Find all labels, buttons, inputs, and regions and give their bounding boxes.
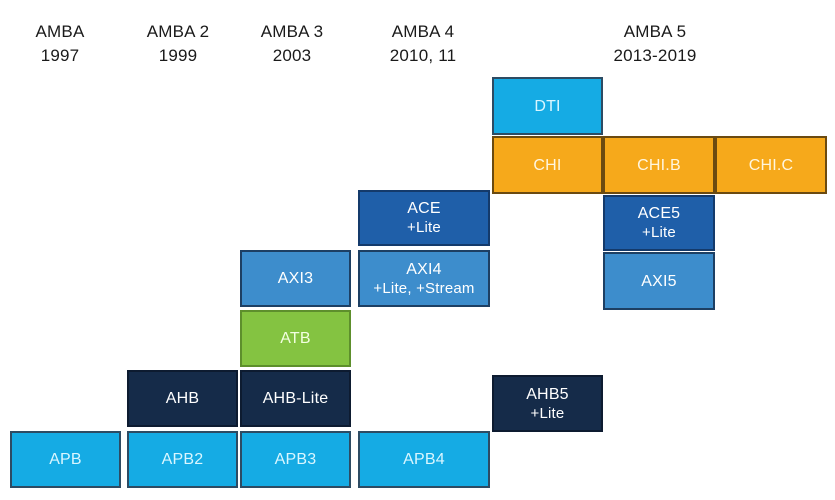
protocol-label: AXI5 <box>641 272 677 290</box>
protocol-label: APB4 <box>403 451 445 468</box>
protocol-label: APB <box>49 451 82 468</box>
protocol-sublabel: +Lite <box>642 224 676 241</box>
column-header-year: 2003 <box>272 46 312 65</box>
column-header-year: 2013-2019 <box>613 46 697 65</box>
protocol-label: DTI <box>534 97 561 115</box>
protocol-sublabel: +Lite, +Stream <box>373 279 475 297</box>
protocol-sublabel: +Lite <box>530 404 565 422</box>
column-header-amba2: AMBA 2 1999 <box>118 20 238 68</box>
protocol-box-ace[interactable]: ACE +Lite <box>358 190 490 246</box>
protocol-box-ahb5[interactable]: AHB5 +Lite <box>492 375 603 432</box>
column-header-name: AMBA 3 <box>260 22 324 41</box>
protocol-box-apb[interactable]: APB <box>10 431 121 488</box>
protocol-label: APB2 <box>161 451 204 468</box>
column-header-amba4: AMBA 4 2010, 11 <box>348 20 498 68</box>
column-header-amba5: AMBA 5 2013-2019 <box>560 20 750 68</box>
protocol-box-apb3[interactable]: APB3 <box>240 431 351 488</box>
protocol-box-ahb-lite[interactable]: AHB-Lite <box>240 370 351 427</box>
protocol-label: ACE5 <box>637 205 681 222</box>
column-header-name: AMBA 5 <box>623 22 687 41</box>
protocol-box-apb2[interactable]: APB2 <box>127 431 238 488</box>
protocol-label: AHB5 <box>526 385 569 403</box>
column-header-year: 2010, 11 <box>389 46 457 65</box>
protocol-box-chi-c[interactable]: CHI.C <box>715 136 827 194</box>
column-header-name: AMBA <box>35 22 85 41</box>
column-header-amba3: AMBA 3 2003 <box>232 20 352 68</box>
protocol-label: CHI <box>533 156 562 174</box>
protocol-label: APB3 <box>274 451 317 468</box>
protocol-box-apb4[interactable]: APB4 <box>358 431 490 488</box>
protocol-box-axi5[interactable]: AXI5 <box>603 252 715 310</box>
protocol-label: AXI3 <box>277 270 314 287</box>
column-header-year: 1997 <box>40 46 80 65</box>
protocol-label: AXI4 <box>406 260 442 278</box>
column-header-year: 1999 <box>158 46 198 65</box>
protocol-box-chi-b[interactable]: CHI.B <box>603 136 715 194</box>
protocol-label: ACE <box>407 200 441 217</box>
protocol-label: AHB-Lite <box>262 390 329 407</box>
protocol-box-axi3[interactable]: AXI3 <box>240 250 351 307</box>
protocol-box-axi4[interactable]: AXI4 +Lite, +Stream <box>358 250 490 307</box>
protocol-box-ahb[interactable]: AHB <box>127 370 238 427</box>
protocol-label: AHB <box>165 390 200 407</box>
protocol-box-chi[interactable]: CHI <box>492 136 603 194</box>
protocol-box-ace5[interactable]: ACE5 +Lite <box>603 195 715 251</box>
column-header-amba1: AMBA 1997 <box>0 20 120 68</box>
protocol-label: ATB <box>280 330 311 347</box>
protocol-label: CHI.B <box>637 156 681 174</box>
column-header-name: AMBA 2 <box>146 22 210 41</box>
protocol-box-atb[interactable]: ATB <box>240 310 351 367</box>
protocol-box-dti[interactable]: DTI <box>492 77 603 135</box>
column-header-name: AMBA 4 <box>391 22 455 41</box>
protocol-sublabel: +Lite <box>407 219 441 236</box>
protocol-label: CHI.C <box>748 156 794 174</box>
